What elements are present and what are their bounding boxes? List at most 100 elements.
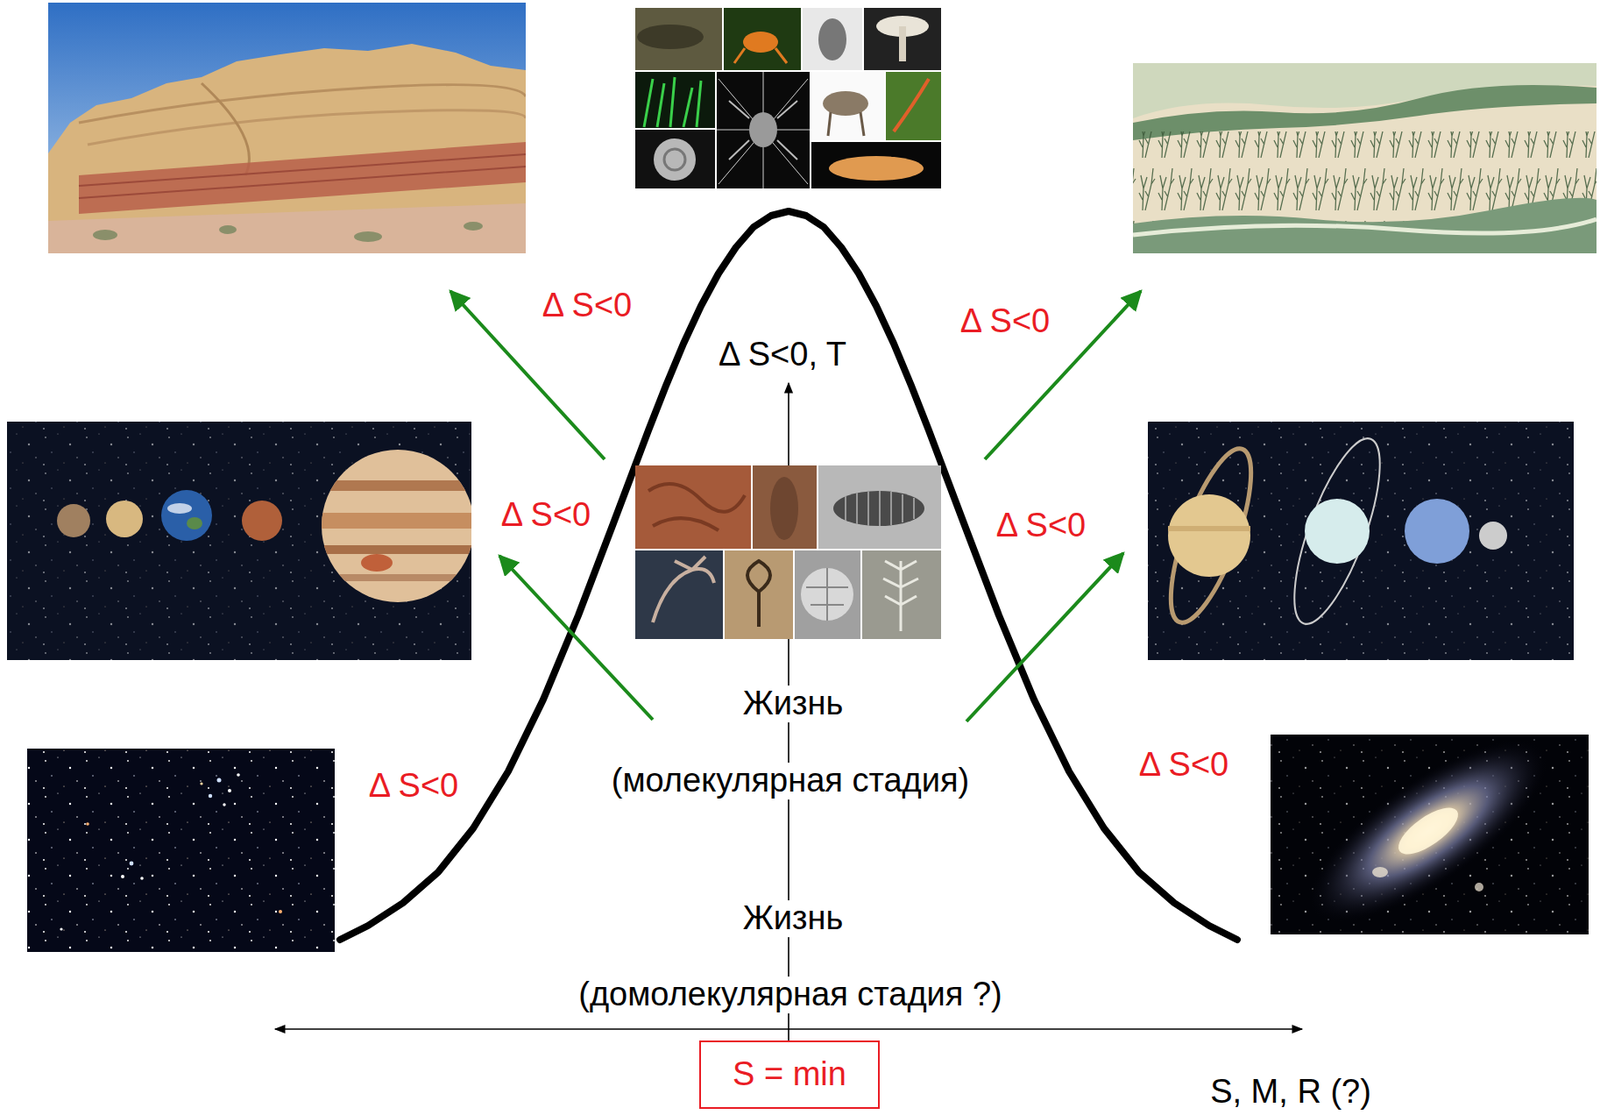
organisms-collage-part — [810, 70, 885, 142]
star-cluster-photo-part — [27, 748, 335, 952]
fossils-collage — [635, 465, 942, 639]
organisms-collage-part — [801, 7, 864, 71]
organisms-collage-part — [635, 128, 716, 189]
inner-planets-part-part — [315, 573, 472, 581]
rock-photo-part — [219, 225, 237, 234]
mineral-photo — [1132, 63, 1597, 254]
rock-photo-part — [463, 221, 483, 231]
galaxy-photo-part — [1372, 866, 1388, 878]
rock-photo-part — [48, 2, 526, 254]
organisms-collage-part — [715, 70, 811, 189]
mineral-photo-part — [1132, 198, 1597, 254]
outer-planets-part — [1304, 498, 1370, 564]
outer-planets-part — [1147, 421, 1574, 660]
star-cluster-photo-part — [236, 772, 241, 777]
entropy-label: Δ S<0 — [991, 507, 1092, 545]
mineral-photo-part — [1132, 63, 1597, 254]
organisms-collage-part — [749, 112, 778, 148]
outer-planets-part — [1147, 421, 1574, 660]
fossils-collage-part — [833, 490, 925, 526]
star-cluster-photo-part — [120, 874, 125, 878]
organisms-collage-part — [893, 78, 929, 132]
outer-planets-part — [1168, 525, 1251, 531]
star-cluster-photo-part — [227, 788, 232, 793]
star-cluster-photo — [27, 748, 335, 952]
axis-label: Δ S<0, T — [713, 336, 852, 374]
entropy-label: Δ S<0 — [1133, 746, 1235, 784]
inner-planets-part-part — [315, 512, 472, 529]
inner-planets-part — [167, 502, 192, 514]
galaxy-photo — [1270, 734, 1589, 935]
rock-photo-part — [92, 229, 118, 241]
organisms-collage-part — [828, 112, 864, 136]
stage-label: (домолекулярная стадия ?) — [573, 976, 1007, 1013]
fossils-collage-part — [817, 465, 942, 550]
rock-photo-part — [48, 203, 526, 254]
organisms-collage-part — [637, 24, 704, 50]
entropy-label: Δ S<0 — [955, 303, 1056, 340]
fossils-collage-part — [635, 465, 752, 550]
entropy-label: Δ S<0 — [363, 767, 465, 805]
galaxy-photo-part — [1474, 882, 1484, 892]
rock-photo-part — [78, 154, 526, 199]
outer-planets — [1147, 421, 1574, 660]
rock-photo-part — [201, 83, 249, 176]
organisms-collage-part — [822, 91, 869, 116]
inner-planets-part — [315, 480, 472, 581]
fossils-collage-part — [806, 567, 849, 621]
inner-planets-part — [161, 489, 213, 541]
rock-photo-part — [78, 141, 526, 214]
fossils-collage-part — [635, 549, 724, 639]
star-cluster-photo-part — [199, 781, 203, 785]
galaxy-photo-part — [1284, 734, 1573, 935]
organisms-collage-part — [715, 70, 811, 189]
organisms-collage-part — [635, 7, 942, 189]
rock-photo-part — [48, 43, 526, 254]
organisms-collage-part — [828, 155, 924, 181]
organisms-collage-part — [664, 148, 686, 170]
rock-photo-part — [87, 110, 526, 145]
box-text: S = min — [732, 1054, 847, 1094]
condition-box: S = min — [699, 1040, 880, 1109]
organisms-collage-part — [644, 77, 701, 128]
evolution-arrow — [966, 552, 1124, 722]
stage-label: Жизнь — [737, 685, 850, 723]
organisms-collage — [635, 7, 942, 189]
star-cluster-photo-part — [208, 793, 213, 798]
fossils-collage-part — [747, 560, 771, 627]
star-cluster-photo-part — [85, 821, 90, 826]
star-cluster-photo-part — [278, 909, 283, 914]
star-cluster-photo-part — [27, 748, 335, 952]
inner-planets-part-part — [315, 545, 472, 554]
fossils-collage-part — [883, 560, 919, 631]
outer-planets-part — [1277, 429, 1398, 633]
axis-label: S, M, R (?) — [1204, 1073, 1377, 1111]
fossils-collage-part — [652, 556, 715, 623]
organisms-collage-part — [884, 70, 942, 142]
inner-planets-part — [106, 500, 143, 538]
inner-planets-part-part — [315, 480, 472, 491]
entropy-label: Δ S<0 — [495, 496, 597, 534]
fossils-collage-part — [861, 549, 942, 639]
galaxy-photo-part — [1391, 799, 1466, 863]
fossils-collage-part — [635, 465, 942, 639]
rock-photo-part — [353, 231, 383, 242]
stage-label: Жизнь — [737, 899, 850, 937]
mineral-photo-part — [1132, 219, 1597, 235]
organisms-collage-part — [734, 48, 787, 64]
organisms-collage-part — [635, 7, 723, 71]
fossils-collage-part — [800, 567, 854, 621]
fossils-collage-part — [751, 465, 818, 550]
inner-planets-part — [186, 516, 203, 530]
star-cluster-photo-part — [59, 927, 63, 930]
organisms-collage-part — [722, 7, 802, 71]
rock-photo — [48, 2, 526, 254]
stage-label: (молекулярная стадия) — [606, 762, 975, 800]
fossils-collage-part — [770, 476, 799, 540]
star-cluster-photo-part — [129, 861, 135, 866]
fossils-collage-part — [648, 483, 745, 531]
